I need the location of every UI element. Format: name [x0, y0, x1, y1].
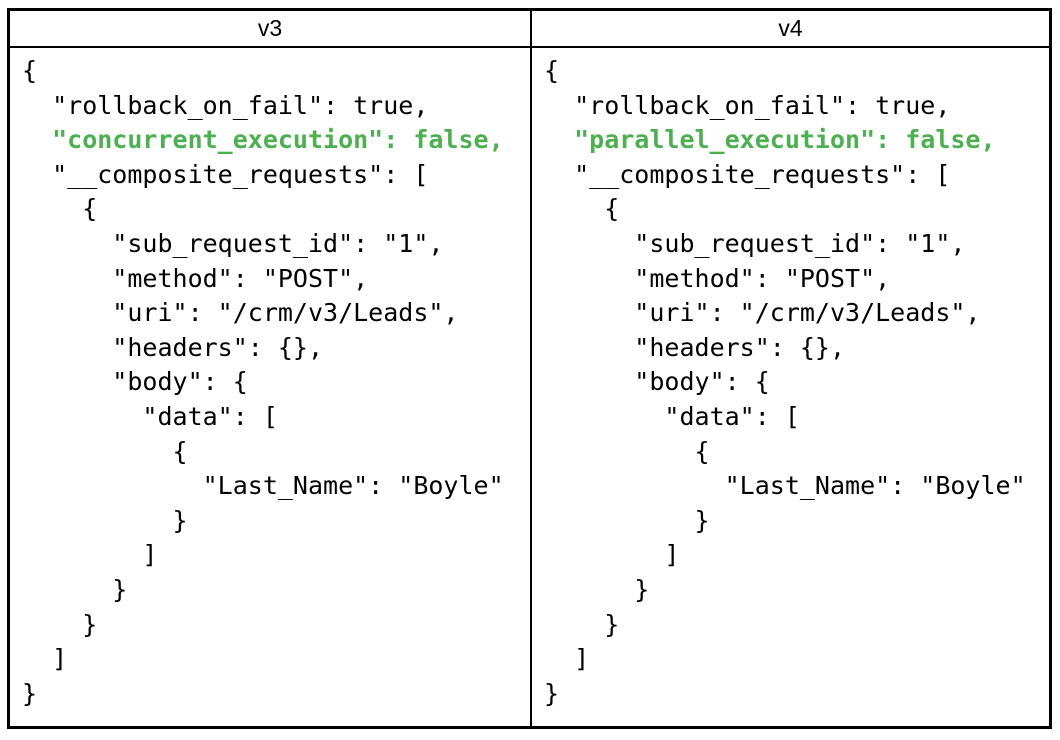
code-line: } — [22, 609, 98, 639]
code-line: "headers": {}, — [22, 332, 324, 362]
code-line: "sub_request_id": "1", — [544, 228, 966, 258]
column-header-v4: v4 — [532, 11, 1049, 48]
code-line: ] — [544, 540, 680, 570]
code-line-highlighted: "parallel_execution": false, — [544, 125, 996, 155]
code-line: "data": [ — [22, 401, 278, 431]
code-line-highlighted: "concurrent_execution": false, — [22, 125, 504, 155]
code-line: } — [22, 574, 128, 604]
code-line: { — [544, 436, 710, 466]
code-block-v4: { "rollback_on_fail": true, "parallel_ex… — [544, 54, 1049, 711]
code-cell-v4: { "rollback_on_fail": true, "parallel_ex… — [532, 48, 1049, 726]
code-line: "method": "POST", — [544, 263, 891, 293]
code-line: { — [22, 194, 98, 224]
code-line: { — [544, 194, 620, 224]
code-line: "__composite_requests": [ — [544, 159, 951, 189]
code-line: } — [544, 609, 620, 639]
code-line: "headers": {}, — [544, 332, 846, 362]
code-line: "body": { — [22, 367, 248, 397]
column-v3: v3 { "rollback_on_fail": true, "concurre… — [10, 11, 532, 726]
column-v4: v4 { "rollback_on_fail": true, "parallel… — [532, 11, 1049, 726]
code-line: "uri": "/crm/v3/Leads", — [544, 298, 981, 328]
code-line: } — [544, 505, 710, 535]
code-line: ] — [22, 644, 68, 674]
code-line: { — [22, 56, 38, 85]
code-cell-v3: { "rollback_on_fail": true, "concurrent_… — [10, 48, 530, 726]
code-line: } — [22, 505, 188, 535]
code-line: { — [22, 436, 188, 466]
code-line: ] — [544, 644, 590, 674]
code-line: ] — [22, 540, 158, 570]
code-line: "data": [ — [544, 401, 800, 431]
code-line: "uri": "/crm/v3/Leads", — [22, 298, 459, 328]
code-line: "sub_request_id": "1", — [22, 228, 444, 258]
code-line: "rollback_on_fail": true, — [22, 90, 429, 120]
version-comparison-table: v3 { "rollback_on_fail": true, "concurre… — [7, 8, 1052, 729]
column-header-v3: v3 — [10, 11, 530, 48]
code-line: "method": "POST", — [22, 263, 369, 293]
code-line: } — [544, 574, 650, 604]
code-line: "rollback_on_fail": true, — [544, 90, 951, 120]
code-block-v3: { "rollback_on_fail": true, "concurrent_… — [22, 54, 530, 711]
code-line: "Last_Name": "Boyle" — [22, 471, 504, 501]
code-line: } — [22, 678, 38, 708]
code-line: "__composite_requests": [ — [22, 159, 429, 189]
code-line: } — [544, 678, 560, 708]
code-line: "body": { — [544, 367, 770, 397]
code-line: { — [544, 56, 560, 85]
code-line: "Last_Name": "Boyle" — [544, 471, 1026, 501]
